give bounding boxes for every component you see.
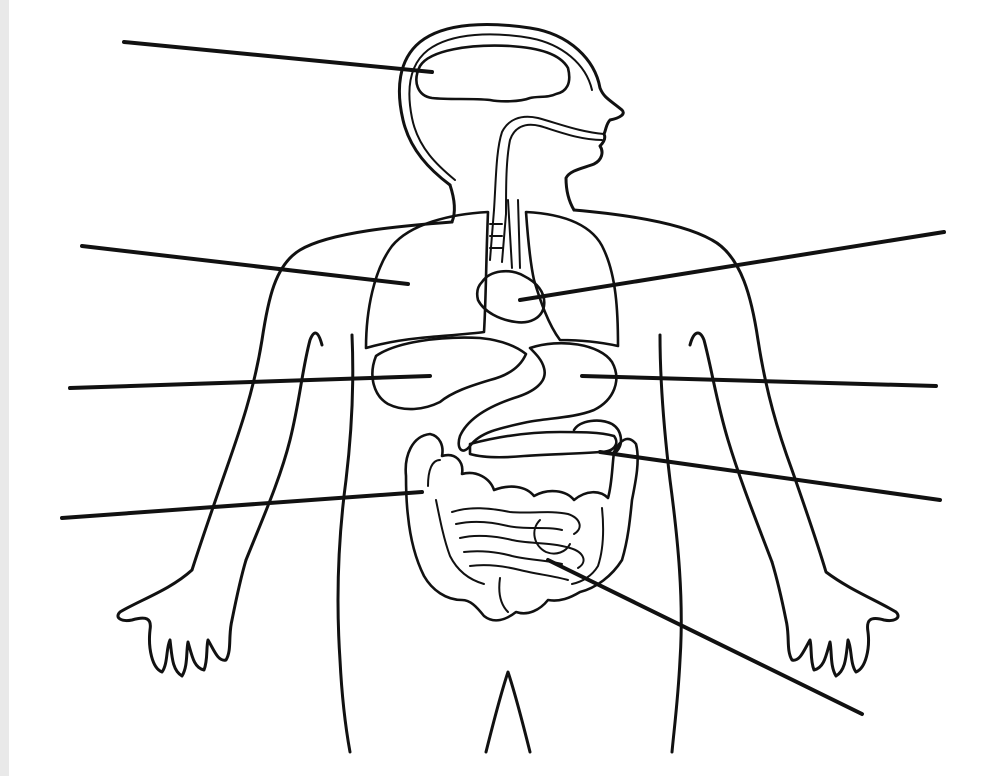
- leader-line-brain: [124, 42, 432, 72]
- crotch-outline: [486, 672, 530, 752]
- right-lung: [526, 212, 618, 346]
- small-intestine: [452, 508, 584, 612]
- skull-inner-outline: [409, 34, 592, 180]
- brain: [416, 46, 569, 102]
- body-outline: [118, 25, 898, 752]
- left-torso-side: [338, 335, 353, 752]
- stomach: [459, 343, 617, 450]
- liver: [372, 338, 526, 409]
- leader-line-heart: [520, 232, 944, 300]
- leader-line-large-intestine: [62, 492, 422, 518]
- pancreas: [470, 432, 616, 457]
- airway-and-esophagus: [490, 117, 604, 268]
- right-arm-outer: [574, 210, 898, 676]
- left-arm-outer: [118, 222, 452, 676]
- leader-line-liver: [70, 376, 430, 388]
- right-arm-inner: [690, 333, 772, 562]
- colon-inner-edge: [428, 460, 603, 584]
- right-torso-side: [660, 335, 681, 752]
- leader-line-stomach: [582, 376, 936, 386]
- leader-line-lung: [82, 246, 408, 284]
- head-outline: [399, 25, 623, 210]
- leader-line-pancreas: [600, 452, 940, 500]
- leader-line-small-intestine: [548, 560, 862, 714]
